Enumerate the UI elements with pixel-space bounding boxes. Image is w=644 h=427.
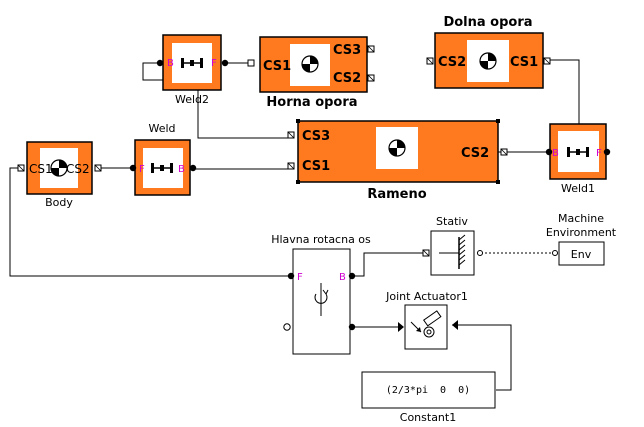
body-block[interactable]: CS1 CS2 Body <box>17 141 102 209</box>
weld1-label: Weld1 <box>561 182 595 195</box>
horna-opora-label: Horna opora <box>266 95 357 110</box>
actuator-icon <box>410 310 442 338</box>
weld1-port-f: F <box>596 148 602 159</box>
dolna-opora-port-cs1: CS1 <box>510 55 538 70</box>
body-port-cs1: CS1 <box>29 162 53 176</box>
dolna-opora-block[interactable]: Dolna opora CS2 CS1 <box>426 15 551 89</box>
weld2-label: Weld2 <box>175 93 209 106</box>
body-label: Body <box>45 196 73 209</box>
rameno-label: Rameno <box>367 187 426 202</box>
hlavna-rotacna-os-label: Hlavna rotacna os <box>271 233 371 246</box>
rameno-port-cs3: CS3 <box>302 129 330 144</box>
weld-label: Weld <box>148 122 175 135</box>
ground-icon <box>439 234 466 269</box>
machine-env-text: Env <box>571 248 592 261</box>
weld2-port-b: B <box>167 58 174 69</box>
hlavna-port-b: B <box>339 272 346 283</box>
rameno-block[interactable]: CS3 CS1 CS2 Rameno <box>287 119 508 202</box>
weld2-port-f: F <box>211 58 217 69</box>
stativ-block[interactable]: Stativ <box>422 215 483 276</box>
weld2-block[interactable]: B F Weld2 <box>156 34 229 106</box>
horna-opora-block[interactable]: CS1 CS3 CS2 Horna opora <box>259 36 375 110</box>
horna-opora-port-cs3: CS3 <box>333 43 361 58</box>
hlavna-rotacna-os-block[interactable]: Hlavna rotacna os F B <box>271 233 371 355</box>
rameno-port-cs2: CS2 <box>461 146 489 161</box>
body-port-cs2: CS2 <box>66 162 90 176</box>
revolute-icon <box>314 283 329 316</box>
weld1-block[interactable]: B F Weld1 <box>545 123 611 195</box>
machine-env-label-2: Environment <box>546 226 617 239</box>
horna-opora-port-cs2: CS2 <box>333 71 361 86</box>
weld-port-b: B <box>178 164 185 175</box>
machine-env-label-1: Machine <box>558 212 604 225</box>
constant-label: Constant1 <box>400 411 456 424</box>
machine-environment-block[interactable]: Machine Environment Env <box>546 212 617 266</box>
dolna-opora-port-cs2: CS2 <box>438 55 466 70</box>
stativ-label: Stativ <box>436 215 468 228</box>
horna-opora-port-cs1: CS1 <box>263 59 291 74</box>
weld1-port-b: B <box>552 148 559 159</box>
hlavna-port-f: F <box>297 272 303 283</box>
constant-value: (2/3*pi 0 0) <box>386 385 470 396</box>
joint-actuator-block[interactable]: Joint Actuator1 <box>385 290 468 350</box>
constant-block[interactable]: (2/3*pi 0 0) Constant1 <box>361 371 496 424</box>
rameno-port-cs1: CS1 <box>302 159 330 174</box>
weld-port-f: F <box>139 164 145 175</box>
weld-block[interactable]: Weld F B <box>129 122 197 196</box>
joint-actuator-label: Joint Actuator1 <box>385 290 468 303</box>
dolna-opora-label: Dolna opora <box>443 15 532 30</box>
